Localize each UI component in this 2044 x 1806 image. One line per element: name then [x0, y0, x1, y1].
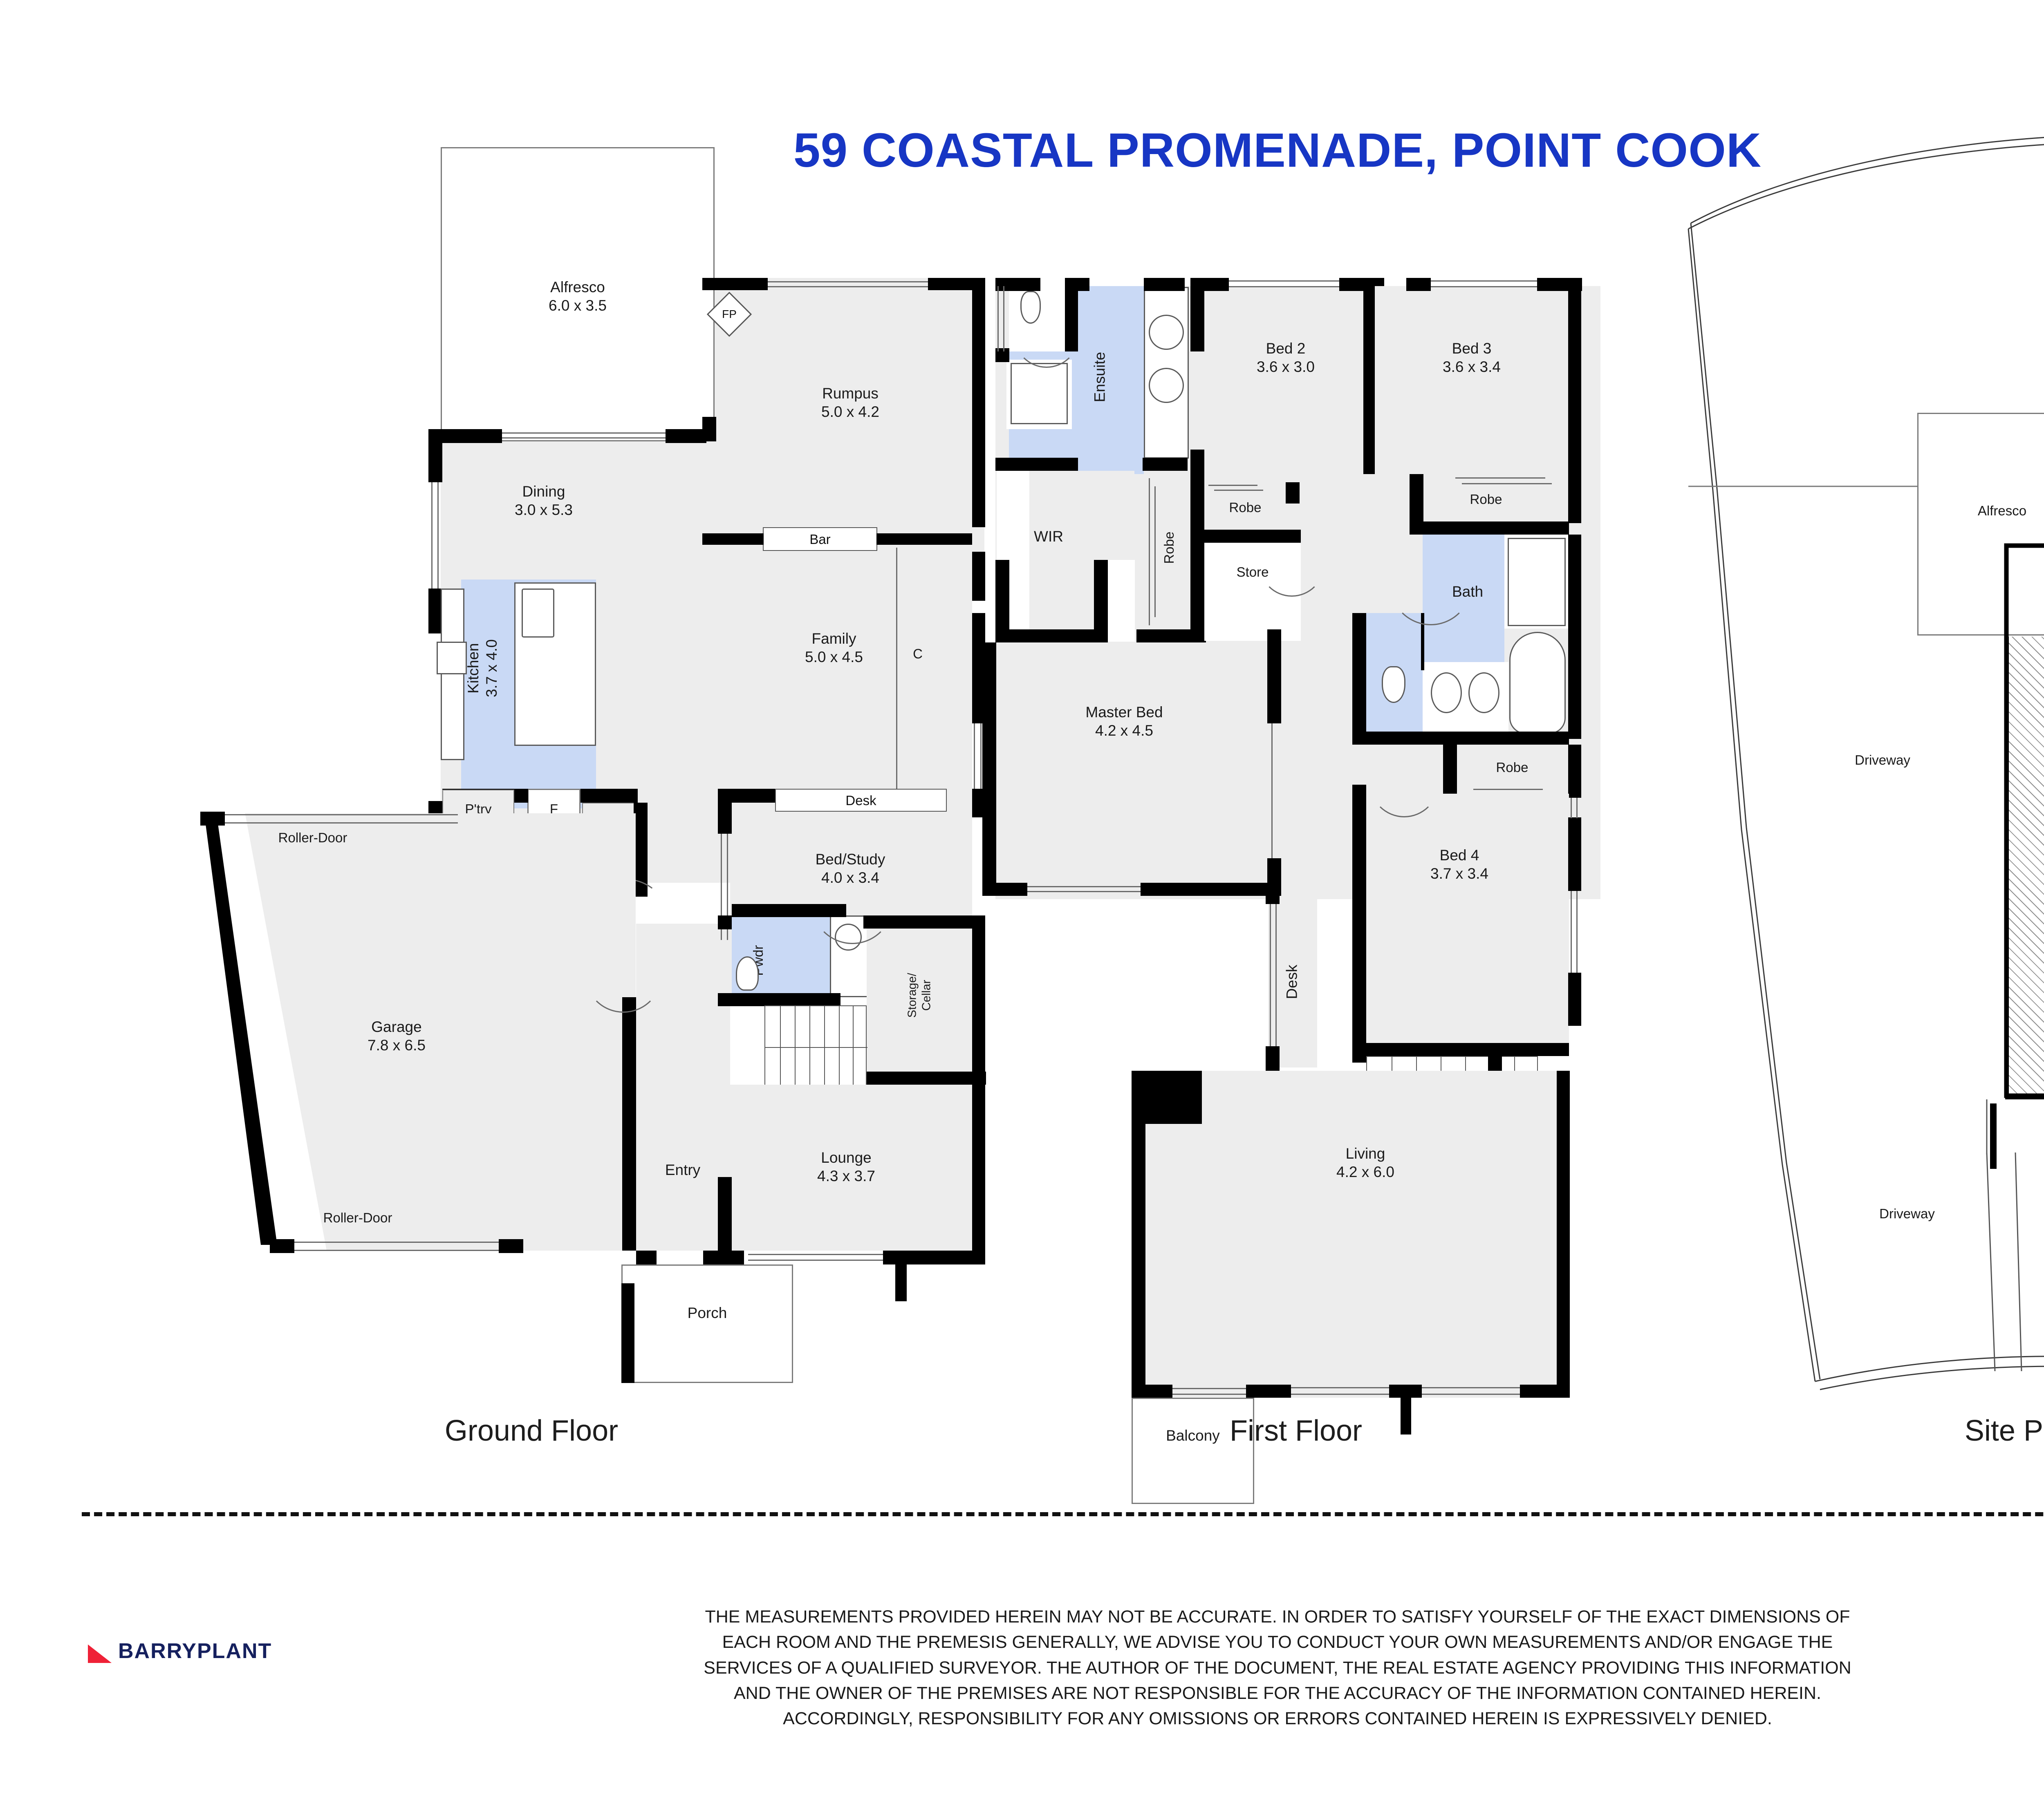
- bath-toilet-icon: [1382, 666, 1405, 703]
- barryplant-logo-text: BARRYPLANT: [118, 1639, 272, 1663]
- desk-label-ground: Desk: [775, 789, 947, 812]
- site-lot-boundary: [1688, 137, 2044, 1390]
- garage-door-arc: [585, 935, 662, 1013]
- stairs-ground: [764, 1005, 867, 1088]
- first-floor-caption: First Floor: [1230, 1414, 1362, 1447]
- site-footprint-outline: [2004, 543, 2044, 1098]
- disclaimer-text: THE MEASUREMENTS PROVIDED HEREIN MAY NOT…: [704, 1607, 1851, 1729]
- robe-bed3: [1423, 474, 1568, 523]
- store-door-arc-first: [1259, 531, 1325, 597]
- ground-floor-plan: Alfresco 6.0 x 3.5 Rumpus 5.0 x 4.2 FP D…: [0, 0, 986, 1447]
- ground-floor-caption: Ground Floor: [444, 1414, 619, 1447]
- ensuite-door-arc: [1014, 302, 1079, 368]
- room-master-bed: [995, 642, 1282, 896]
- first-floor-plan: Ensuite WIR Robe: [973, 0, 1668, 1504]
- room-balcony: [1132, 1398, 1254, 1504]
- room-porch-ground: [621, 1264, 793, 1383]
- room-alfresco: [441, 147, 715, 441]
- footer-divider: [82, 1512, 2044, 1516]
- room-dining: [441, 441, 972, 597]
- room-living: [1145, 1071, 1570, 1398]
- site-plan: Firepit Area Alfresco Driveway Driveway …: [1594, 0, 2044, 1471]
- room-bed4: [1352, 794, 1569, 1055]
- cooktop-burners-icon: [437, 642, 467, 674]
- shower-icon-bath: [1508, 538, 1566, 626]
- barryplant-logo-mark-icon: [88, 1644, 112, 1663]
- ensuite-basin-1-icon: [1149, 315, 1184, 350]
- robe-bed2: [1204, 483, 1286, 532]
- site-plan-caption: Site Plan: [1964, 1414, 2044, 1447]
- garage-left-wall: [188, 812, 286, 1253]
- room-storage-cellar: [867, 928, 972, 1083]
- storage-door-arc: [811, 862, 893, 944]
- page-title: 59 COASTAL PROMENADE, POINT COOK: [793, 123, 1762, 177]
- bathtub-icon: [1509, 632, 1566, 734]
- sink-icon: [522, 589, 554, 638]
- robe-bed4: [1456, 745, 1568, 794]
- room-lounge: [730, 1085, 972, 1251]
- room-bed2: [1204, 286, 1364, 515]
- bar-label: Bar: [763, 527, 877, 551]
- bath-door-arc: [1390, 544, 1472, 625]
- bath-basin-2-icon: [1468, 672, 1499, 713]
- bath-basin-1-icon: [1431, 672, 1462, 713]
- fireplace-label: FP: [722, 308, 737, 320]
- shower-icon-ensuite: [1011, 363, 1068, 424]
- robe-master: [1147, 471, 1192, 642]
- cooktop-icon: [441, 589, 464, 760]
- barryplant-logo: BARRYPLANT: [88, 1639, 272, 1663]
- bed4-door-arc: [1369, 748, 1439, 817]
- site-alfresco: [1917, 413, 2044, 636]
- powder-toilet-icon: [736, 956, 759, 991]
- ensuite-basin-2-icon: [1149, 368, 1184, 403]
